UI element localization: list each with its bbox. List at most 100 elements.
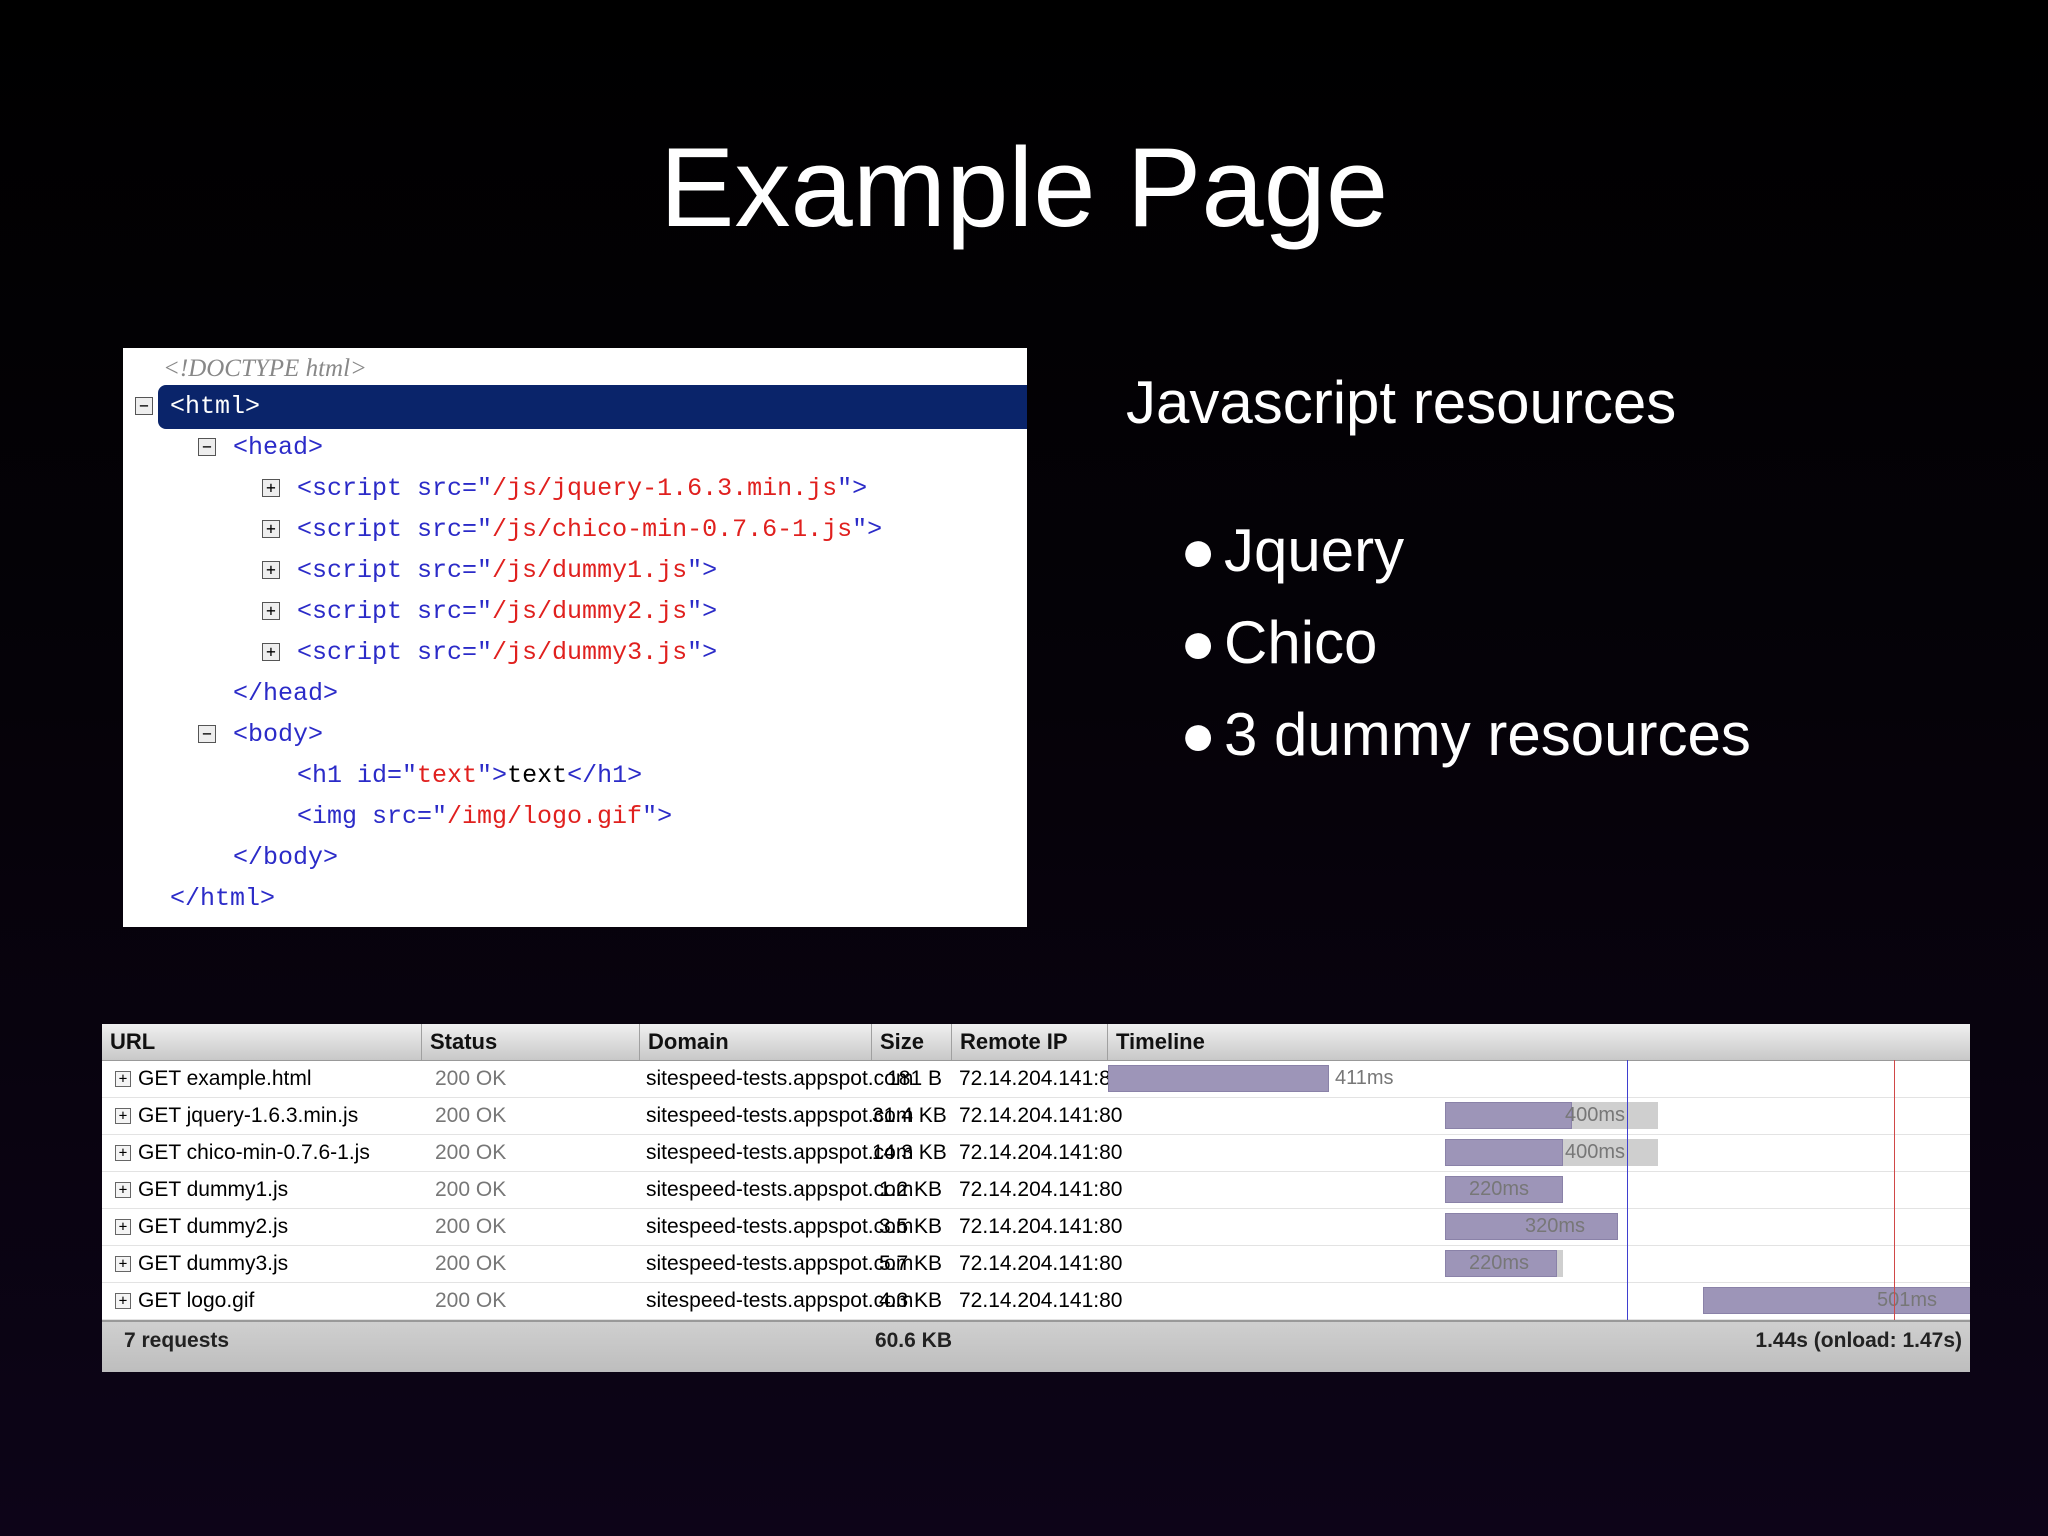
head-node[interactable]: − <head> [123, 427, 1027, 468]
request-domain: sitespeed-tests.appspot.com [646, 1178, 914, 1201]
request-ip: 72.14.204.141:80 [959, 1252, 1123, 1275]
expand-icon[interactable]: + [262, 479, 280, 497]
request-count: 7 requests [124, 1329, 230, 1352]
timeline-bar [1445, 1250, 1557, 1277]
timeline-duration: 220ms [1469, 1252, 1530, 1274]
timeline-bar [1445, 1102, 1572, 1129]
request-status: 200 OK [435, 1215, 507, 1238]
request-size: 4.3 KB [878, 1289, 942, 1312]
timeline-duration: 411ms [1335, 1067, 1394, 1089]
script-src: /js/jquery-1.6.3.min.js [492, 474, 838, 503]
total-time: 1.44s (onload: 1.47s) [1755, 1329, 1962, 1352]
expand-icon[interactable]: + [262, 643, 280, 661]
html-node[interactable]: − <html> [123, 386, 1027, 427]
timeline-bar [1445, 1176, 1563, 1203]
script-node[interactable]: + <script src="/js/dummy3.js"> [123, 632, 1027, 673]
html-open-tag: <html> [170, 392, 261, 421]
table-row[interactable]: + GET dummy2.js 200 OK sitespeed-tests.a… [102, 1208, 1970, 1246]
collapse-icon[interactable]: − [135, 397, 153, 415]
table-row[interactable]: + GET logo.gif 200 OK sitespeed-tests.ap… [102, 1282, 1970, 1320]
selected-node-highlight [158, 385, 1027, 429]
request-domain: sitespeed-tests.appspot.com [646, 1104, 914, 1127]
expand-icon[interactable]: + [262, 561, 280, 579]
table-row[interactable]: + GET dummy1.js 200 OK sitespeed-tests.a… [102, 1171, 1970, 1209]
total-size: 60.6 KB [874, 1329, 952, 1352]
request-ip: 72.14.204.141:80 [959, 1178, 1123, 1201]
script-src: /js/dummy3.js [492, 638, 688, 667]
timeline-duration: 400ms [1565, 1141, 1626, 1163]
expand-icon[interactable]: + [115, 1145, 131, 1161]
request-domain: sitespeed-tests.appspot.com [646, 1067, 914, 1090]
list-item: ●3 dummy resources [1180, 689, 1751, 781]
doctype-text: <!DOCTYPE html> [163, 355, 367, 382]
column-remote-ip[interactable]: Remote IP [952, 1024, 1108, 1060]
network-footer: 7 requests 60.6 KB 1.44s (onload: 1.47s) [102, 1320, 1970, 1372]
column-status[interactable]: Status [422, 1024, 640, 1060]
slide-title: Example Page [659, 125, 1389, 250]
expand-icon[interactable]: + [115, 1256, 131, 1272]
request-url: GET dummy2.js [138, 1215, 289, 1238]
network-panel: URL Status Domain Size Remote IP Timelin… [102, 1024, 1970, 1372]
script-src: /js/dummy1.js [492, 556, 688, 585]
collapse-icon[interactable]: − [198, 438, 216, 456]
timeline-duration: 320ms [1525, 1215, 1586, 1237]
request-url: GET chico-min-0.7.6-1.js [138, 1141, 370, 1164]
h1-text: text [507, 761, 568, 790]
expand-icon[interactable]: + [262, 602, 280, 620]
expand-icon[interactable]: + [115, 1108, 131, 1124]
resources-heading: Javascript resources [1126, 369, 1677, 436]
request-status: 200 OK [435, 1067, 507, 1090]
bullet-icon: ● [1180, 609, 1217, 676]
expand-icon[interactable]: + [115, 1293, 131, 1309]
dom-content-loaded-line [1627, 1060, 1628, 1340]
table-row[interactable]: + GET example.html 200 OK sitespeed-test… [102, 1060, 1970, 1098]
script-node[interactable]: + <script src="/js/chico-min-0.7.6-1.js"… [123, 509, 1027, 550]
request-status: 200 OK [435, 1289, 507, 1312]
request-domain: sitespeed-tests.appspot.com [646, 1215, 914, 1238]
script-node[interactable]: + <script src="/js/dummy1.js"> [123, 550, 1027, 591]
body-open-tag: <body> [233, 720, 324, 749]
script-src: /js/chico-min-0.7.6-1.js [492, 515, 853, 544]
collapse-icon[interactable]: − [198, 725, 216, 743]
table-row[interactable]: + GET jquery-1.6.3.min.js 200 OK sitespe… [102, 1097, 1970, 1135]
expand-icon[interactable]: + [115, 1219, 131, 1235]
table-row[interactable]: + GET dummy3.js 200 OK sitespeed-tests.a… [102, 1245, 1970, 1283]
network-header: URL Status Domain Size Remote IP Timelin… [102, 1024, 1970, 1061]
request-size: 31.4 KB [872, 1104, 947, 1127]
request-domain: sitespeed-tests.appspot.com [646, 1141, 914, 1164]
script-node[interactable]: + <script src="/js/jquery-1.6.3.min.js"> [123, 468, 1027, 509]
request-url: GET example.html [138, 1067, 312, 1090]
expand-icon[interactable]: + [262, 520, 280, 538]
body-close-line: </body> [123, 837, 1027, 878]
img-src: /img/logo.gif [447, 802, 643, 831]
request-ip: 72.14.204.141:80 [959, 1215, 1123, 1238]
request-size: 1.2 KB [878, 1178, 942, 1201]
request-url: GET dummy1.js [138, 1178, 289, 1201]
column-url[interactable]: URL [102, 1024, 422, 1060]
request-domain: sitespeed-tests.appspot.com [646, 1289, 914, 1312]
request-ip: 72.14.204.141:80 [959, 1289, 1123, 1312]
table-row[interactable]: + GET chico-min-0.7.6-1.js 200 OK sitesp… [102, 1134, 1970, 1172]
script-node[interactable]: + <script src="/js/dummy2.js"> [123, 591, 1027, 632]
request-url: GET jquery-1.6.3.min.js [138, 1104, 359, 1127]
request-status: 200 OK [435, 1178, 507, 1201]
script-src: /js/dummy2.js [492, 597, 688, 626]
request-size: 5.7 KB [878, 1252, 942, 1275]
request-size: 14.3 KB [872, 1141, 947, 1164]
head-open-tag: <head> [233, 433, 324, 462]
column-size[interactable]: Size [872, 1024, 952, 1060]
request-size: 3.5 KB [878, 1215, 942, 1238]
head-close-line: </head> [123, 673, 1027, 714]
img-node[interactable]: <img src="/img/logo.gif"> [297, 802, 673, 831]
request-ip: 72.14.204.141:80 [959, 1141, 1123, 1164]
list-item: ●Chico [1180, 597, 1751, 689]
expand-icon[interactable]: + [115, 1182, 131, 1198]
h1-node[interactable]: <h1 id="text">text</h1> [297, 761, 643, 790]
body-node[interactable]: − <body> [123, 714, 1027, 755]
bullet-icon: ● [1180, 517, 1217, 584]
dom-tree-panel: <!DOCTYPE html> − <html> − <head> + <scr… [123, 348, 1027, 927]
body-close-tag: </body> [233, 843, 339, 872]
column-domain[interactable]: Domain [640, 1024, 872, 1060]
expand-icon[interactable]: + [115, 1071, 131, 1087]
column-timeline[interactable]: Timeline [1116, 1029, 1205, 1054]
